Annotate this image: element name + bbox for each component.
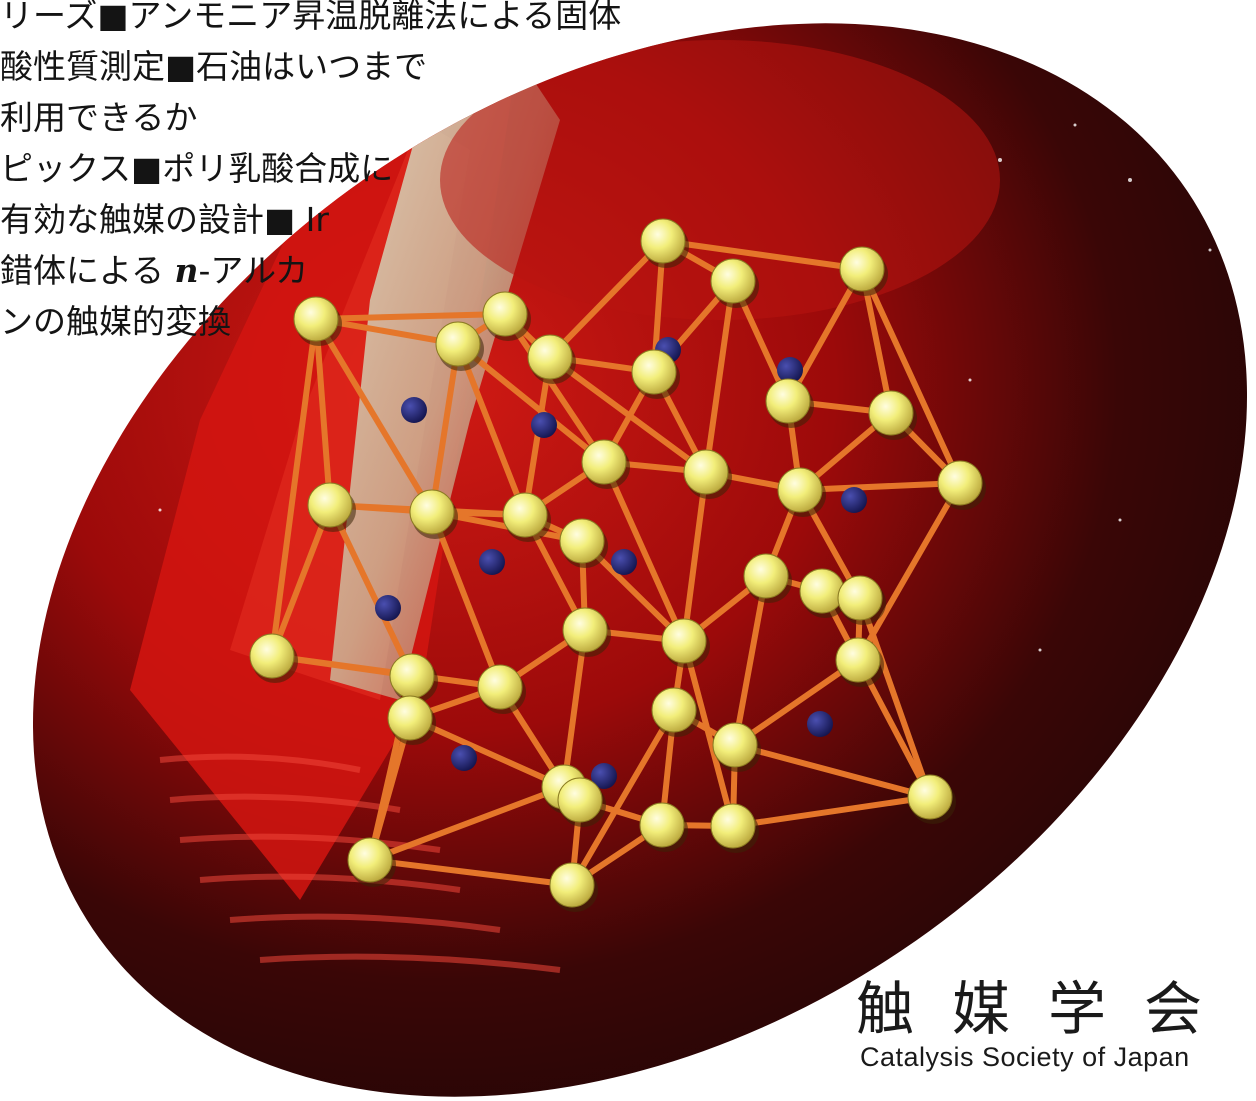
blue-atom	[401, 397, 427, 423]
yellow-atom	[835, 637, 881, 683]
bond-line	[327, 502, 415, 679]
bond-line	[859, 266, 963, 486]
bond-line	[502, 311, 607, 465]
yellow-atom	[907, 774, 953, 820]
bond-line	[681, 638, 736, 829]
yellow-atom	[387, 695, 433, 741]
contents-line-1: リーズ■アンモニア昇温脱離法による固体	[0, 0, 622, 35]
yellow-atom	[482, 291, 528, 337]
yellow-atom	[559, 518, 605, 564]
society-name-english: Catalysis Society of Japan	[860, 1042, 1190, 1072]
yellow-atom	[293, 296, 339, 342]
contents-line-6: 錯体による n-アルカ	[0, 245, 308, 296]
yellow-atom	[631, 349, 677, 395]
blue-atom	[591, 763, 617, 789]
contents-line-7: ンの触媒的変換	[0, 302, 231, 341]
cluster-molecule-model	[249, 218, 986, 912]
yellow-atom	[249, 633, 295, 679]
blue-atom	[841, 487, 867, 513]
bond-line	[313, 311, 508, 322]
bond-line	[269, 653, 503, 690]
contents-line-4: ピックス■ポリ乳酸合成に	[0, 149, 394, 188]
bond-line	[730, 794, 933, 829]
bond-line	[547, 238, 666, 360]
yellow-atom	[937, 460, 983, 506]
bond-line	[455, 341, 528, 518]
yellow-atom	[477, 664, 523, 710]
blue-atom	[807, 711, 833, 737]
bond-line	[455, 341, 607, 465]
yellow-atom	[562, 607, 608, 653]
bond-line	[547, 354, 709, 475]
bond-line	[857, 595, 933, 800]
bond-line	[367, 857, 575, 888]
bond-line	[569, 707, 677, 888]
society-name-japanese: 触媒学会	[856, 975, 1241, 1043]
yellow-atom	[502, 492, 548, 538]
yellow-atom	[712, 722, 758, 768]
yellow-atom	[639, 802, 685, 848]
blue-atom	[531, 412, 557, 438]
contents-line-6-text: 錯体による	[0, 251, 175, 290]
yellow-atom	[527, 334, 573, 380]
yellow-atom	[683, 449, 729, 495]
yellow-atom	[839, 246, 885, 292]
yellow-atom	[307, 482, 353, 528]
bond-line	[269, 316, 319, 659]
contents-line-5: 有効な触媒の設計■ Ir	[0, 200, 329, 239]
bond-line	[429, 341, 461, 515]
bond-line	[732, 657, 861, 748]
yellow-atom	[710, 258, 756, 304]
bond-line	[313, 316, 333, 508]
yellow-atom	[837, 575, 883, 621]
blue-atom	[611, 549, 637, 575]
yellow-atom	[435, 321, 481, 367]
yellow-atom	[799, 568, 845, 614]
blue-atom	[451, 745, 477, 771]
bond-line	[703, 278, 736, 475]
blue-atom	[479, 549, 505, 575]
bond-line	[732, 742, 933, 800]
contents-line-2: 酸性質測定■石油はいつまで	[0, 47, 428, 86]
yellow-atom	[581, 439, 627, 485]
bond-line	[313, 316, 435, 515]
yellow-atom	[651, 687, 697, 733]
bond-line	[601, 459, 687, 644]
bond-line	[367, 784, 567, 863]
yellow-atom	[661, 618, 707, 664]
blue-atom	[777, 357, 803, 383]
contents-line-6-italic-n: n	[174, 251, 199, 290]
bond-line	[269, 502, 333, 659]
bond-line	[797, 480, 963, 493]
contents-line-3: 利用できるか	[0, 98, 198, 137]
yellow-atom	[549, 862, 595, 908]
yellow-atom	[347, 837, 393, 883]
yellow-atom	[409, 489, 455, 535]
bond-line	[660, 238, 865, 272]
bond-line	[785, 266, 865, 404]
blue-atom	[375, 595, 401, 621]
yellow-atom	[389, 653, 435, 699]
bond-line	[429, 509, 503, 690]
yellow-atom	[710, 803, 756, 849]
bond-line	[732, 573, 769, 748]
yellow-atom	[777, 467, 823, 513]
bond-line	[561, 627, 588, 790]
bond-line	[855, 480, 963, 663]
yellow-atom	[765, 378, 811, 424]
yellow-atom	[640, 218, 686, 264]
yellow-atom	[868, 390, 914, 436]
bond-line	[407, 715, 567, 790]
contents-line-6-suffix: -アルカ	[198, 251, 309, 290]
bond-line	[681, 469, 709, 644]
yellow-atom	[743, 553, 789, 599]
yellow-atom	[557, 777, 603, 823]
